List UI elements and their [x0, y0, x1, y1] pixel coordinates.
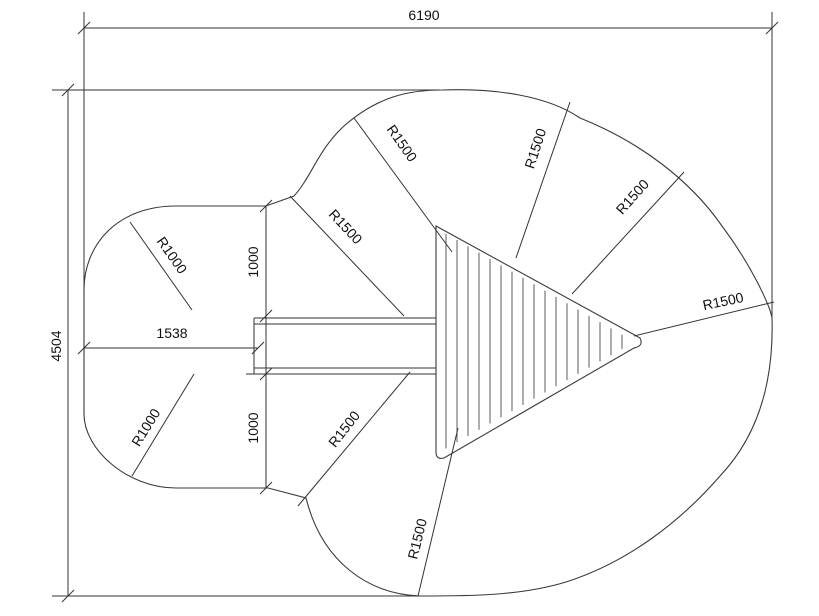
lower-step-dimension: 1000: [245, 367, 273, 495]
radius-label-left-upper: R1000: [154, 234, 191, 277]
radius-label-left-lower: R1000: [128, 405, 164, 449]
slide-chute: [246, 317, 436, 375]
upper-step-dimension: 1000: [245, 199, 273, 323]
radius-label-top-mid: R1500: [521, 126, 549, 170]
inner-width-dimension: 1538: [77, 325, 265, 355]
radius-label-mid-upper: R1500: [326, 206, 366, 247]
radius-label-right: R1500: [701, 289, 745, 313]
overall-height-label: 4504: [48, 330, 64, 361]
inner-width-label: 1538: [156, 325, 187, 341]
upper-step-label: 1000: [245, 246, 261, 277]
lower-step-label: 1000: [245, 412, 261, 443]
radius-label-top-right: R1500: [613, 176, 653, 218]
radius-label-top-left: R1500: [384, 122, 421, 165]
radius-label-bottom: R1500: [404, 517, 430, 561]
overall-width-dimension: 6190: [77, 7, 779, 318]
safety-zone-outline: [83, 89, 773, 597]
triangular-platform: [435, 225, 642, 459]
radius-leaders: [129, 101, 775, 597]
overall-width-label: 6190: [408, 7, 439, 23]
platform-hatching: [445, 233, 623, 449]
overall-height-dimension: 4504: [48, 83, 440, 603]
radius-label-mid-lower: R1500: [325, 408, 363, 451]
